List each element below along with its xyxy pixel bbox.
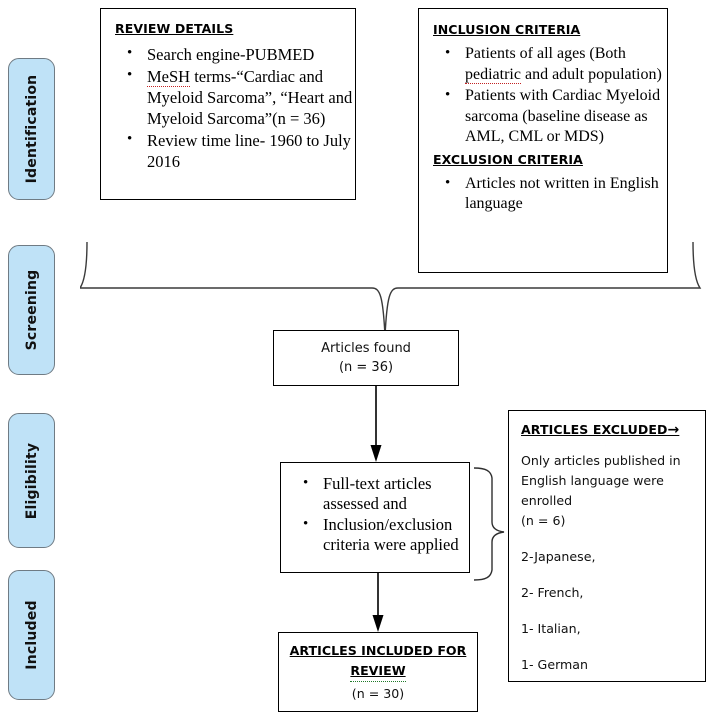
criteria-box: INCLUSION CRITERIA Patients of all ages …	[418, 8, 668, 273]
inclusion-criteria-heading: INCLUSION CRITERIA	[433, 22, 581, 37]
stage-label-identification: Identification	[8, 58, 55, 200]
exclusion-criteria-list: Articles not written in English language	[419, 173, 667, 215]
list-item: Review time line- 1960 to July 2016	[127, 129, 355, 172]
stage-label-identification-text: Identification	[23, 74, 40, 184]
stage-label-screening: Screening	[8, 245, 55, 375]
review-details-box: REVIEW DETAILS Search engine-PUBMED MeSH…	[100, 8, 356, 200]
articles-included-title-line2: REVIEW	[350, 661, 406, 682]
list-item: Patients with Cardiac Myeloid sarcoma (b…	[445, 85, 667, 148]
review-details-list: Search engine-PUBMED MeSH terms-“Cardiac…	[101, 43, 355, 172]
articles-excluded-body: Only articles published in English langu…	[521, 451, 705, 675]
stage-label-screening-text: Screening	[23, 269, 40, 351]
articles-included-title-line1: ARTICLES INCLUDED FOR	[289, 642, 467, 658]
arrow-assessed-to-included	[372, 573, 384, 632]
articles-found-count: (n = 36)	[338, 360, 394, 375]
inclusion-criteria-list: Patients of all ages (Both pediatric and…	[419, 43, 667, 148]
exclusion-breakdown-item: 1- Italian,	[521, 621, 581, 636]
stage-label-eligibility: Eligibility	[8, 413, 55, 548]
articles-excluded-heading: ARTICLES EXCLUDED→	[521, 422, 680, 438]
arrow-found-to-assessed	[370, 385, 382, 462]
list-item: MeSH terms-“Cardiac and Myeloid Sarcoma”…	[127, 65, 355, 129]
list-item: Inclusion/exclusion criteria were applie…	[303, 514, 469, 555]
exclusion-criteria-heading: EXCLUSION CRITERIA	[433, 151, 583, 167]
stage-label-included-text: Included	[23, 600, 40, 670]
assessed-list: Full-text articles assessed and Inclusio…	[281, 463, 469, 555]
list-item: Full-text articles assessed and	[303, 473, 469, 514]
list-item: Patients of all ages (Both pediatric and…	[445, 43, 667, 85]
right-arrow-icon: →	[667, 422, 680, 438]
articles-found-box: Articles found (n = 36)	[273, 330, 459, 386]
exclusion-count: (n = 6)	[521, 513, 566, 528]
stage-label-eligibility-text: Eligibility	[23, 442, 40, 519]
exclusion-brace-connector	[473, 467, 505, 581]
articles-included-count: (n = 30)	[351, 685, 405, 701]
exclusion-reason: Only articles published in English langu…	[521, 453, 681, 508]
exclusion-breakdown-item: 2- French,	[521, 585, 584, 600]
exclusion-breakdown-item: 2-Japanese,	[521, 549, 596, 564]
articles-found-label: Articles found	[321, 341, 411, 356]
stage-label-included: Included	[8, 570, 55, 700]
articles-excluded-box: ARTICLES EXCLUDED→ Only articles publish…	[508, 410, 706, 682]
list-item: Articles not written in English language	[445, 173, 667, 215]
articles-included-box: ARTICLES INCLUDED FOR REVIEW (n = 30)	[278, 632, 478, 712]
assessed-articles-box: Full-text articles assessed and Inclusio…	[280, 462, 470, 573]
review-details-heading: REVIEW DETAILS	[115, 21, 234, 36]
list-item: Search engine-PUBMED	[127, 43, 355, 65]
exclusion-breakdown-item: 1- German	[521, 657, 588, 672]
